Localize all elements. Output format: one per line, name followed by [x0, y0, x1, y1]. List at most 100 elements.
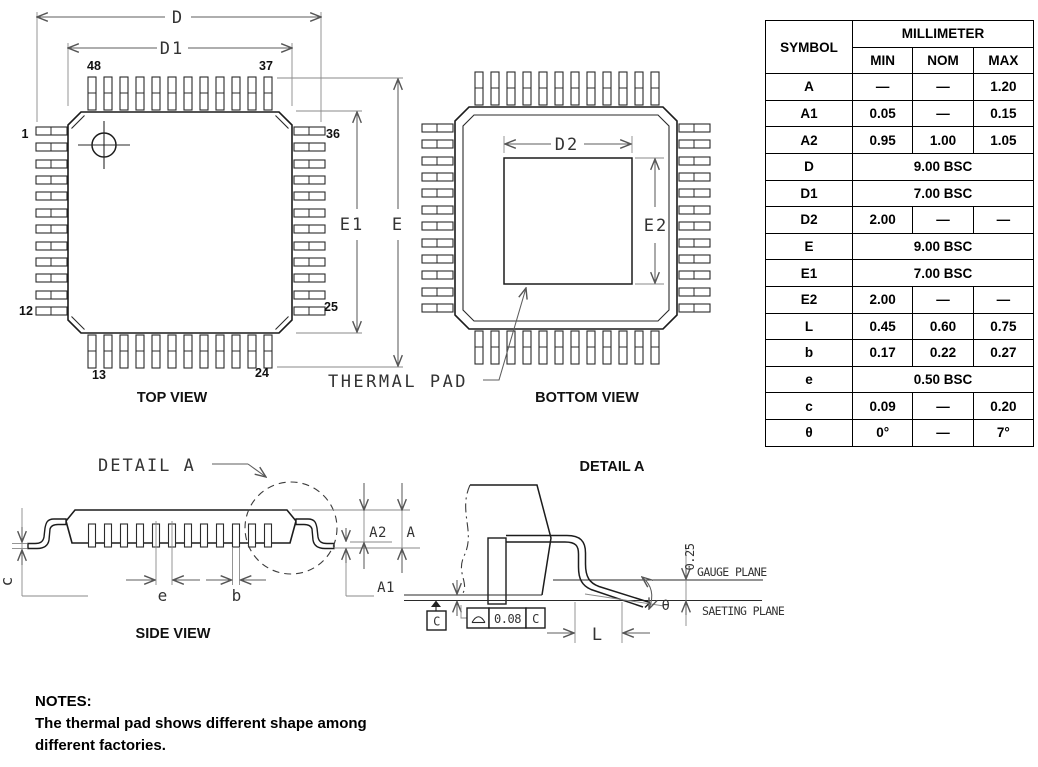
- dim-label-b: b: [232, 586, 243, 605]
- bottom-view-pins-left: [421, 123, 454, 313]
- bottom-view-package-body: [454, 106, 678, 330]
- dim-D: D: [37, 8, 321, 122]
- col-header-symbol: SYMBOL: [765, 19, 853, 75]
- table-row: A2 0.95 1.00 1.05: [765, 126, 1035, 154]
- table-subheader-row: MIN NOM MAX: [766, 46, 1035, 75]
- dimensions-table: SYMBOL MILLIMETER MIN NOM MAX A — — 1.20…: [765, 19, 1035, 447]
- top-view-pins-left: [35, 126, 68, 316]
- detail-a-gull-wing-lead: [506, 534, 665, 609]
- dim-D1: D1: [68, 39, 292, 106]
- pin-label-37: 37: [259, 59, 273, 73]
- dim-label-a: A: [407, 525, 416, 541]
- table-row: E1 7.00 BSC: [765, 259, 1034, 287]
- gauge-offset-label: 0.25: [683, 543, 697, 570]
- bottom-view-body-inner-edge: [462, 114, 670, 322]
- table-row: c 0.09 — 0.20: [765, 392, 1035, 420]
- bottom-view-pins-right: [678, 123, 711, 313]
- dim-label-d: D: [172, 8, 184, 28]
- table-row: b 0.17 0.22 0.27: [765, 339, 1035, 367]
- dim-label-theta: θ: [662, 598, 671, 614]
- seating-plane-label: SAETING PLANE: [702, 604, 785, 618]
- dim-label-d2: D2: [555, 135, 579, 155]
- table-row: D1 7.00 BSC: [765, 179, 1034, 208]
- feature-control-frame: 0.08 C: [466, 607, 546, 629]
- table-row: E2 2.00 — —: [765, 285, 1035, 314]
- table-row: E 9.00 BSC: [765, 232, 1034, 261]
- side-view-package-body: [65, 509, 297, 544]
- bottom-view-pins-bottom: [474, 330, 660, 365]
- dim-A2: A2: [364, 483, 387, 569]
- dim-label-c: c: [0, 576, 16, 587]
- seating-flatness-zone: [457, 580, 467, 619]
- detail-a-body-break-line: [460, 484, 471, 596]
- col-header-millimeter: MILLIMETER: [852, 20, 1034, 48]
- bottom-view-title: BOTTOM VIEW: [535, 390, 639, 406]
- top-view-title: TOP VIEW: [137, 390, 208, 406]
- seating-plane-symbol-icon: [471, 616, 486, 624]
- fcf-tolerance-value: 0.08: [494, 612, 521, 626]
- side-view-title: SIDE VIEW: [136, 626, 211, 642]
- table-row: A — — 1.20: [765, 73, 1035, 101]
- col-header-nom: NOM: [912, 46, 974, 75]
- table-row: D2 2.00 — —: [765, 206, 1035, 234]
- thermal-pad-callout: THERMAL PAD: [328, 288, 526, 392]
- pin-label-36: 36: [326, 127, 340, 141]
- gauge-plane-label: GAUGE PLANE: [697, 565, 767, 579]
- top-view-pins-top: [87, 76, 273, 111]
- detail-a-callout: DETAIL A: [98, 456, 266, 477]
- col-header-min: MIN: [851, 46, 914, 75]
- pin1-indicator-icon: [78, 121, 130, 169]
- pin-label-13: 13: [92, 368, 106, 382]
- notes-line: The thermal pad shows different shape am…: [35, 715, 367, 732]
- dim-theta: θ: [642, 577, 670, 614]
- dim-c: c: [0, 508, 88, 597]
- detail-a-embedded-lead: [487, 537, 507, 605]
- dim-b: b: [206, 547, 266, 605]
- table-row: D 9.00 BSC: [765, 152, 1034, 181]
- top-view-package-body: [67, 111, 293, 334]
- detail-a-title: DETAIL A: [580, 459, 646, 475]
- table-row: e 0.50 BSC: [765, 365, 1034, 394]
- dim-label-a1: A1: [377, 580, 395, 596]
- pin-label-12: 12: [19, 304, 33, 318]
- detail-a-callout-label: DETAIL A: [98, 456, 196, 476]
- table-row: L 0.45 0.60 0.75: [765, 312, 1035, 341]
- notes-heading: NOTES:: [35, 693, 92, 710]
- dim-label-d1: D1: [160, 39, 184, 59]
- dim-gauge-offset: 0.25: [683, 543, 697, 626]
- pin-label-25: 25: [324, 300, 338, 314]
- dim-label-a2: A2: [369, 525, 387, 541]
- table-row: θ 0° — 7°: [765, 418, 1035, 447]
- dim-label-l: L: [592, 625, 604, 645]
- dim-e: e: [126, 521, 200, 605]
- dim-label-e2: E2: [644, 216, 668, 236]
- pin-label-48: 48: [87, 59, 101, 73]
- dim-E: E: [277, 77, 404, 368]
- datum-c-label: C: [433, 615, 440, 629]
- dim-A: A: [402, 483, 416, 573]
- detail-a-zoom-circle: [244, 481, 338, 575]
- top-view-corner-chamfer-marks: [71, 115, 289, 330]
- dim-label-e1: E1: [340, 215, 364, 235]
- dim-L: L: [547, 602, 650, 645]
- notes-line: different factories.: [35, 737, 166, 754]
- pin-label-24: 24: [255, 366, 269, 380]
- top-view: D D1 E1 E 48 37 1 36 1: [19, 8, 404, 406]
- thermal-pad-label: THERMAL PAD: [328, 372, 468, 392]
- top-view-pins-right: [293, 126, 326, 316]
- side-view-left-lead: [27, 518, 67, 550]
- dim-A1: A1: [346, 528, 395, 597]
- col-header-max: MAX: [972, 46, 1035, 75]
- dim-label-e: E: [392, 215, 404, 235]
- side-view-right-lead: [295, 518, 335, 550]
- datum-c-flag: C: [426, 600, 447, 631]
- detail-a-view: DETAIL A θ 0.25 GAUGE PLANE: [404, 459, 785, 645]
- table-row: A1 0.05 — 0.15: [765, 99, 1035, 128]
- dim-E2: E2: [635, 157, 668, 285]
- fcf-datum-ref: C: [532, 612, 539, 626]
- dimensions-table-container: SYMBOL MILLIMETER MIN NOM MAX A — — 1.20…: [765, 19, 1035, 447]
- dim-label-e-pitch: e: [158, 586, 169, 605]
- side-view: DETAIL A A2 A A1: [0, 456, 420, 642]
